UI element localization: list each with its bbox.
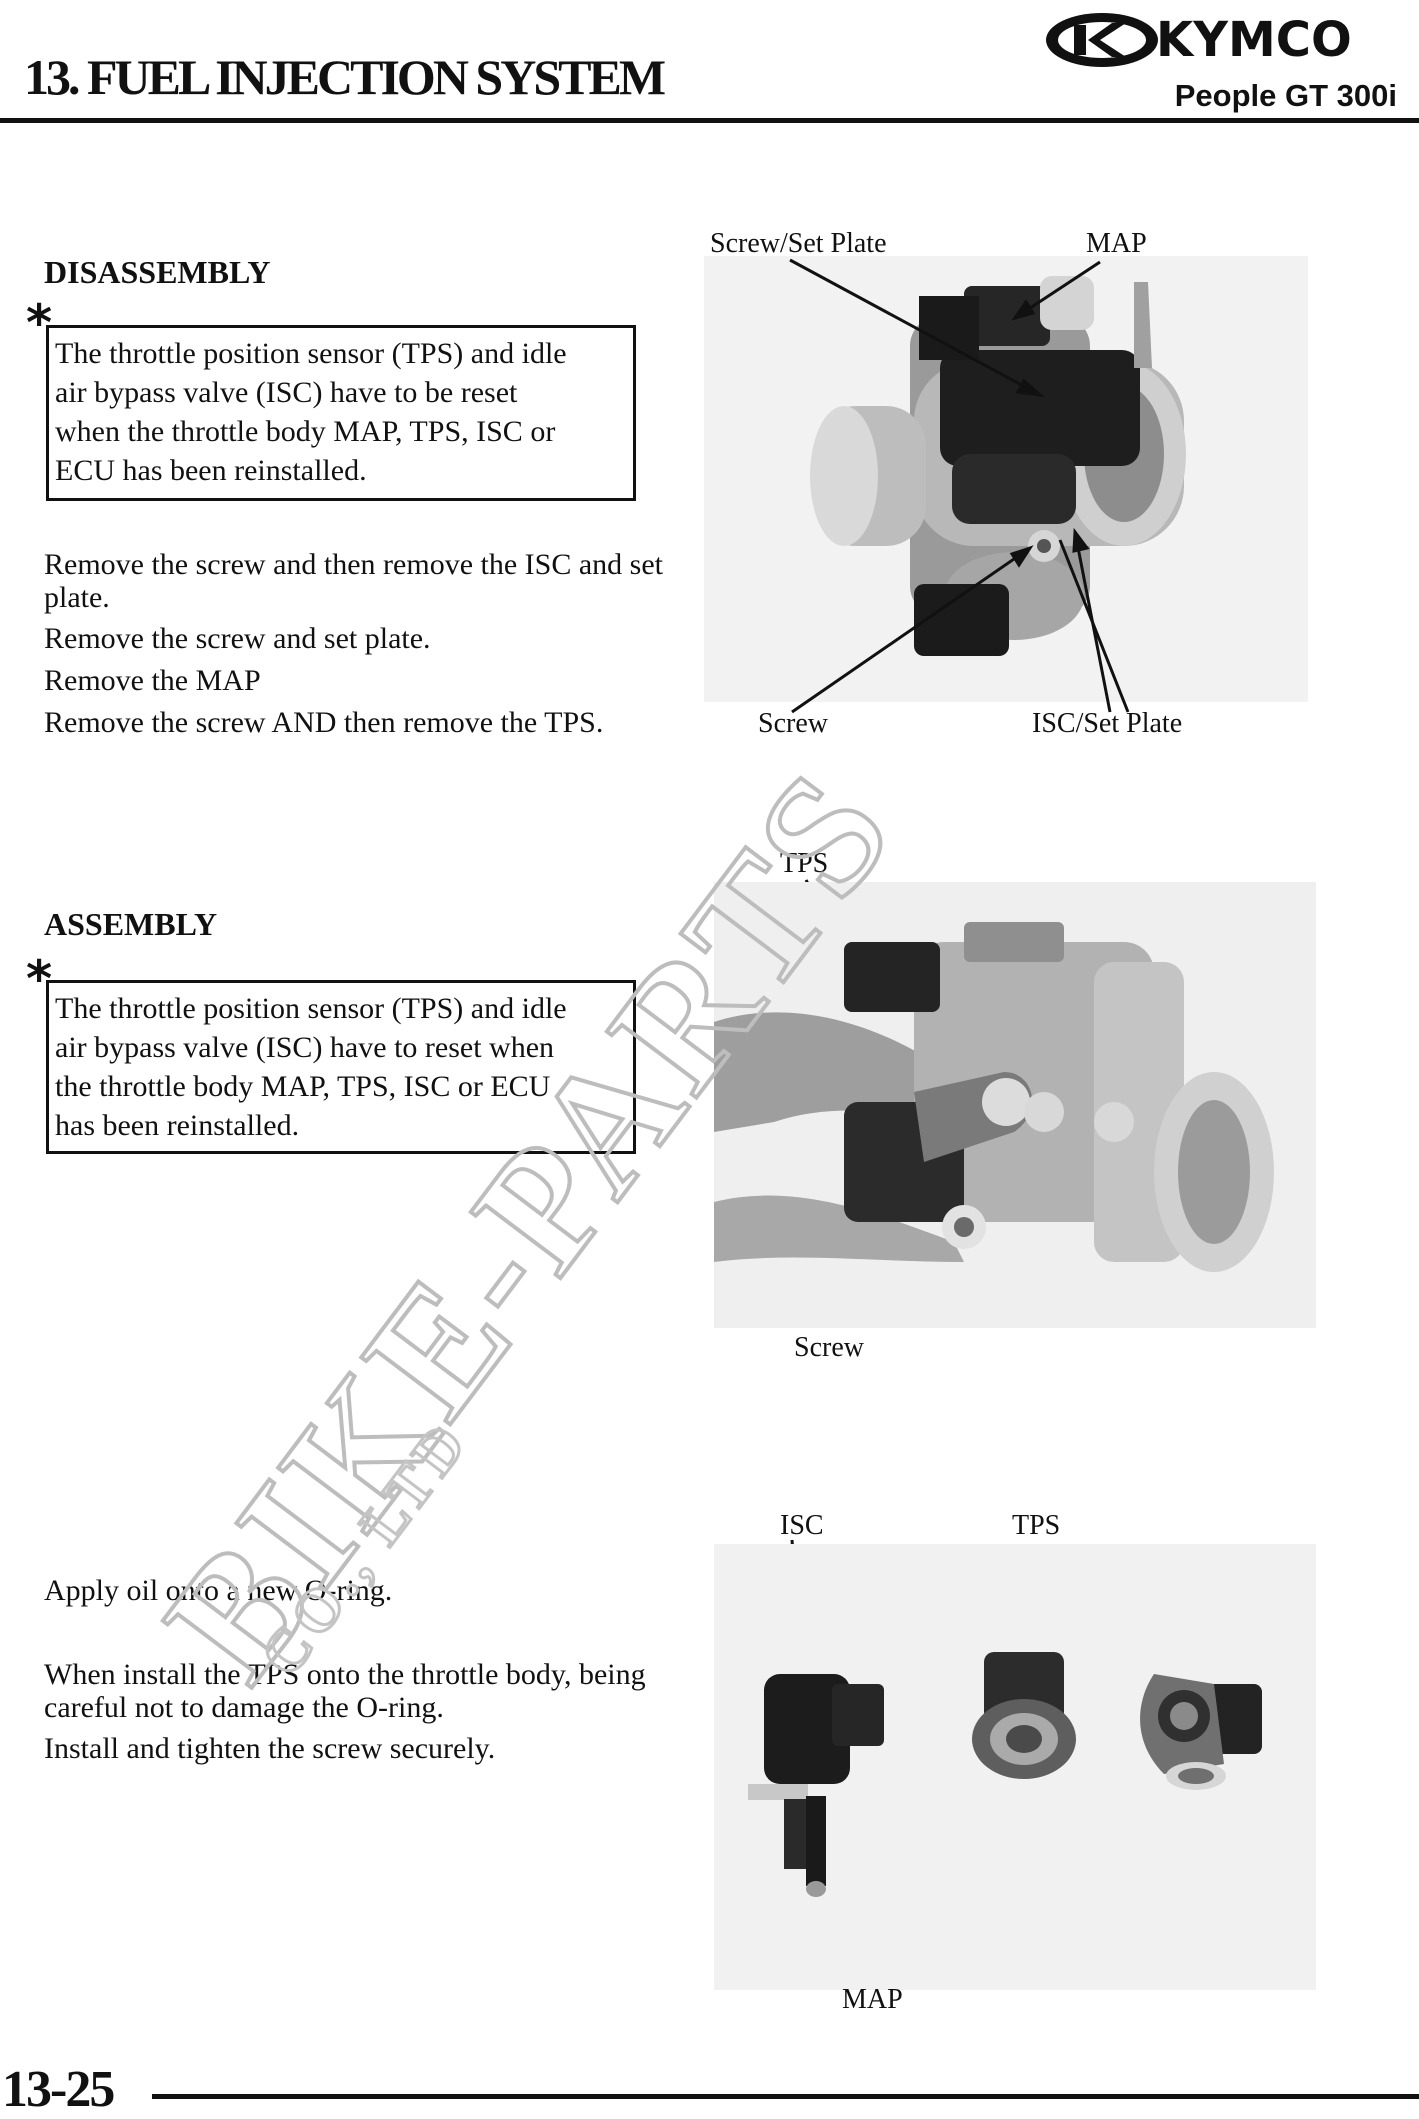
label-map: MAP <box>1086 228 1147 259</box>
note-line: when the throttle body MAP, TPS, ISC or <box>55 415 556 448</box>
footer-rule <box>152 2094 1419 2099</box>
note-line: has been reinstalled. <box>55 1109 300 1142</box>
page-number: 13-25 <box>2 2061 115 2118</box>
label-isc: ISC <box>780 1510 824 1541</box>
install-step: Install and tighten the screw securely. <box>44 1732 496 1765</box>
disassembly-step: Remove the MAP <box>44 664 261 697</box>
label-isc-set-plate: ISC/Set Plate <box>1032 708 1183 739</box>
install-step: When install the TPS onto the throttle b… <box>44 1658 646 1724</box>
note-line: air bypass valve (ISC) have to be reset <box>55 376 518 409</box>
label-tps: TPS <box>780 848 829 879</box>
assembly-note-box: The throttle position sensor (TPS) and i… <box>46 980 636 1154</box>
sensors-photo <box>714 1544 1316 1990</box>
label-tps: TPS <box>1012 1510 1061 1541</box>
assembly-heading: ASSEMBLY <box>44 906 218 942</box>
chapter-title: 13. FUEL INJECTION SYSTEM <box>24 49 666 105</box>
install-step: Apply oil onto a new O-ring. <box>44 1574 393 1607</box>
note-line: ECU has been reinstalled. <box>55 454 367 487</box>
disassembly-step: Remove the screw and set plate. <box>44 622 431 655</box>
disassembly-note-box: The throttle position sensor (TPS) and i… <box>46 325 636 501</box>
brand-wordmark: KYMCO <box>1156 12 1352 68</box>
label-screw: Screw <box>794 1332 864 1363</box>
label-screw: Screw <box>758 708 828 739</box>
label-map: MAP <box>842 1984 903 2015</box>
kymco-logo: KYMCO <box>1044 8 1390 70</box>
header-rule <box>0 118 1419 123</box>
label-screw-set-plate: Screw/Set Plate <box>710 228 887 259</box>
note-line: air bypass valve (ISC) have to reset whe… <box>55 1031 555 1064</box>
tps-installation-photo <box>714 882 1316 1328</box>
disassembly-heading: DISASSEMBLY <box>44 254 271 290</box>
note-line: The throttle position sensor (TPS) and i… <box>55 992 567 1025</box>
note-line: The throttle position sensor (TPS) and i… <box>55 337 567 370</box>
disassembly-step: Remove the screw and then remove the ISC… <box>44 548 663 614</box>
model-name: People GT 300i <box>1174 78 1397 113</box>
throttle-body-photo <box>704 256 1308 702</box>
note-line: the throttle body MAP, TPS, ISC or ECU <box>55 1070 551 1103</box>
disassembly-step: Remove the screw AND then remove the TPS… <box>44 706 604 739</box>
